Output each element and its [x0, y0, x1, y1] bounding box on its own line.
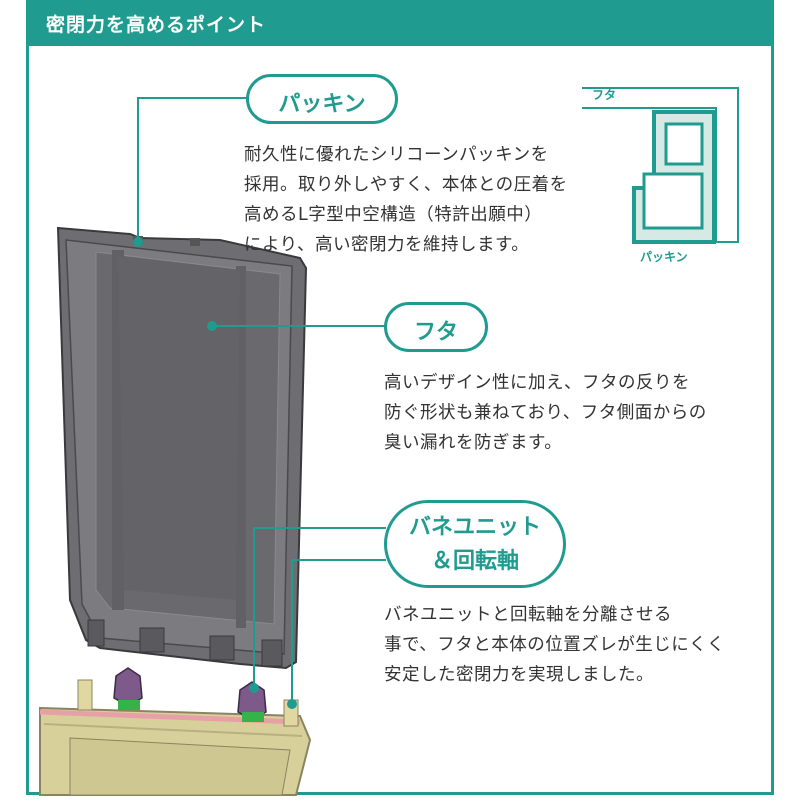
lid-line: 臭い漏れを防ぎます。 [384, 433, 563, 453]
section-header: 密閉力を高めるポイント [26, 0, 774, 46]
content-frame [26, 0, 774, 795]
packing-line: 高めるL字型中空構造（特許出願中） [244, 205, 543, 225]
lid-illustration [56, 226, 308, 670]
lid-label-pill: フタ [384, 302, 488, 352]
lid-line: 防ぐ形状も兼ねており、フタ側面からの [384, 403, 707, 423]
spring-label-pill: バネユニット ＆回転軸 [384, 500, 566, 588]
spring-line: 安定した密閉力を実現しました。 [384, 665, 654, 685]
spring-line: 事で、フタと本体の位置ズレが生じにくく [384, 635, 725, 655]
packing-description: 耐久性に優れたシリコーンパッキンを 採用。取り外しやすく、本体との圧着を 高める… [244, 140, 568, 260]
lid-description: 高いデザイン性に加え、フタの反りを 防ぐ形状も兼ねており、フタ側面からの 臭い漏… [384, 368, 707, 458]
lid-label: フタ [413, 320, 458, 345]
packing-line: 採用。取り外しやすく、本体との圧着を [244, 175, 568, 195]
cross-section-lid-label: フタ [592, 88, 617, 102]
spring-unit-illustration [113, 667, 267, 722]
packing-line: 耐久性に優れたシリコーンパッキンを [244, 145, 549, 165]
cross-section-packing-label: パッキン [640, 250, 688, 264]
spring-line: バネユニットと回転軸を分離させる [384, 605, 672, 625]
bin-body-illustration [39, 679, 312, 796]
lid-line: 高いデザイン性に加え、フタの反りを [384, 373, 690, 393]
spring-label-line1: バネユニット [408, 515, 541, 540]
cross-section-diagram [582, 87, 739, 244]
section-title: 密閉力を高めるポイント [46, 14, 267, 36]
packing-label: パッキン [278, 92, 366, 117]
spring-description: バネユニットと回転軸を分離させる 事で、フタと本体の位置ズレが生じにくく 安定し… [384, 600, 725, 690]
packing-label-pill: パッキン [246, 74, 398, 124]
leader-lines [133, 97, 386, 709]
packing-line: により、高い密閉力を維持します。 [244, 235, 530, 255]
spring-label-line2: ＆回転軸 [430, 549, 519, 574]
